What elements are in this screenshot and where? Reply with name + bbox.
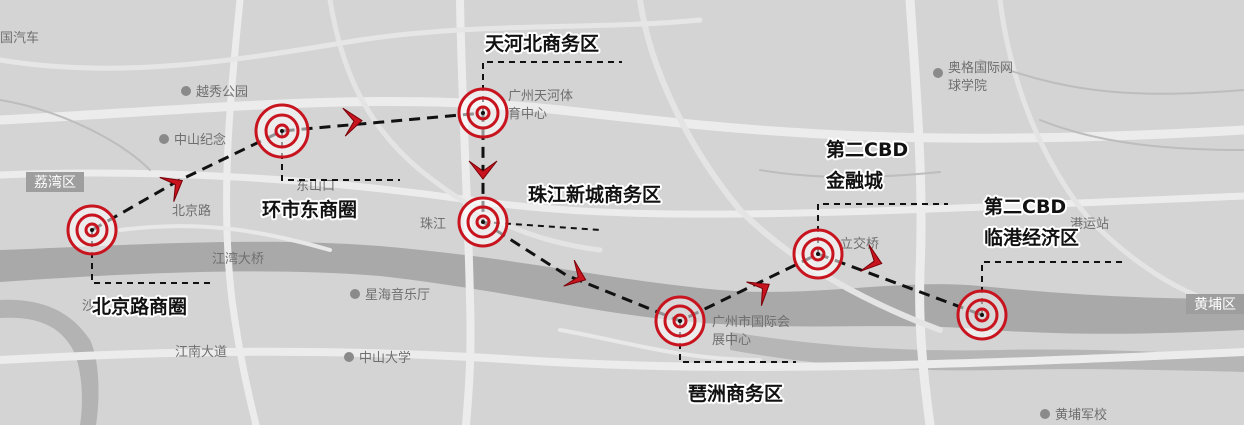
map-label-auto-city: 国汽车 — [0, 30, 39, 46]
poi-dots — [159, 68, 1050, 419]
poi-dot-icon — [181, 86, 191, 96]
target-rings-icon — [457, 87, 509, 139]
zone-label-beijing-road: 北京路商圈 — [92, 295, 187, 318]
district-tag-liwan — [26, 172, 84, 192]
chevron-arrow-icon — [746, 281, 770, 306]
map-label-xinghai-hall: 星海音乐厅 — [365, 287, 430, 303]
map-label-zhongshan-memorial: 中山纪念 — [174, 132, 226, 148]
map-label-jiangwan-bridge: 江湾大桥 — [212, 251, 264, 267]
district-label-huangpu: 黄埔区 — [1194, 296, 1236, 313]
map-label-zhongshan-univ: 中山大学 — [359, 350, 411, 366]
district-tag-huangpu — [1186, 294, 1244, 314]
chevron-arrow-icon — [342, 107, 363, 137]
pearl-river — [0, 241, 1244, 334]
hub-markers — [66, 87, 1008, 347]
poi-dot-icon — [344, 352, 354, 362]
map-label-jiangnan-road: 江南大道 — [175, 344, 227, 360]
target-rings-icon — [654, 295, 706, 347]
zone-label-pazhou: 琶洲商务区 — [688, 382, 783, 405]
chevron-arrow-icon — [159, 176, 184, 202]
chevron-arrow-icon — [563, 259, 587, 287]
zone-label-huanshi-east: 环市东商圈 — [262, 198, 357, 221]
map-label-tianhe-sports: 广州天河体育中心 — [508, 89, 573, 122]
poi-dot-icon — [159, 134, 169, 144]
map-label-expo-center: 广州市国际会展中心 — [712, 315, 790, 348]
chevron-arrow-icon — [860, 244, 883, 272]
poi-dot-icon — [1040, 409, 1050, 419]
zone-label-tianhe-north: 天河北商务区 — [485, 32, 599, 55]
zone-label-second-cbd-finance-line1: 第二CBD — [826, 138, 908, 161]
target-rings-icon — [254, 103, 310, 159]
zone-label-second-cbd-finance-line2: 金融城 — [825, 169, 883, 192]
zone-label-second-cbd-port-line1: 第二CBD — [984, 195, 1066, 218]
district-label-liwan: 荔湾区 — [34, 174, 76, 191]
target-rings-icon — [457, 196, 509, 248]
map-label-zhujiang: 珠江 — [420, 217, 446, 232]
map-label-yuexiu-park: 越秀公园 — [196, 85, 248, 100]
map-label-sha: 沙 — [82, 299, 95, 314]
target-rings-icon — [956, 289, 1008, 341]
zone-label-zhujiang-new-town: 珠江新城商务区 — [528, 183, 661, 206]
target-rings-icon — [66, 204, 118, 256]
map-label-beijing-road: 北京路 — [172, 203, 211, 219]
flow-arrows — [159, 107, 883, 306]
map-label-olympic-school: 奥格国际网球学院 — [948, 61, 1013, 94]
map-label-dongshankou: 东山口 — [296, 179, 335, 194]
poi-dot-icon — [933, 68, 943, 78]
map-label-port: 港运站 — [1070, 217, 1109, 232]
map-label-liwan-interchange: 立交桥 — [840, 236, 879, 252]
target-rings-icon — [792, 228, 844, 280]
poi-dot-icon — [350, 289, 360, 299]
zone-label-second-cbd-port-line2: 临港经济区 — [984, 226, 1079, 249]
map-label-huangpu-academy: 黄埔军校 — [1055, 407, 1107, 423]
chevron-arrow-icon — [468, 160, 498, 180]
river-west-channel — [0, 299, 99, 425]
